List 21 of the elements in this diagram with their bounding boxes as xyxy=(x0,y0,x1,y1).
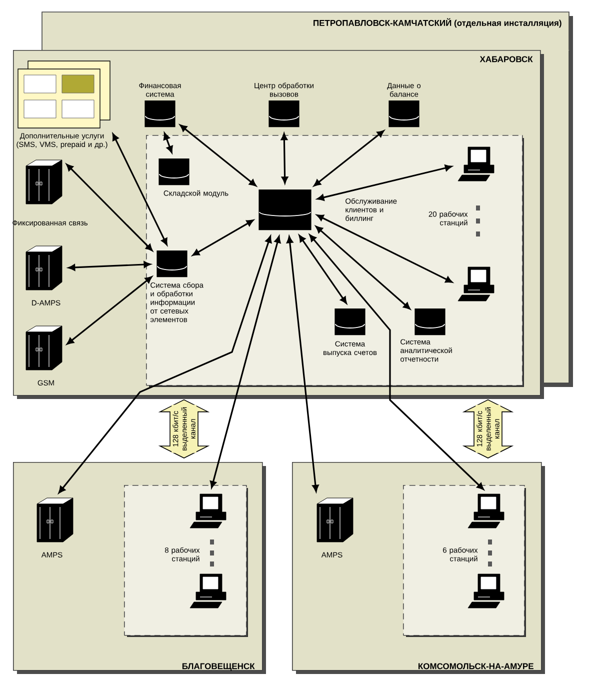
arrow xyxy=(309,234,484,490)
computer-icon xyxy=(458,266,494,302)
arrow xyxy=(58,236,272,494)
arrow xyxy=(298,234,347,304)
arrow xyxy=(314,130,384,186)
arrow xyxy=(66,164,153,252)
arrow xyxy=(316,214,452,283)
arrow xyxy=(286,236,319,492)
region-title: ХАБАРОВСК xyxy=(480,56,533,62)
arrow xyxy=(68,261,151,271)
region-title: ПЕТРОПАВЛОВСК-КАМЧАТСКИЙ (отдельная инсталляция) xyxy=(314,18,562,28)
arrow xyxy=(316,226,410,310)
computer-icon xyxy=(458,146,494,182)
arrow xyxy=(280,133,288,184)
arrow xyxy=(66,276,152,345)
arrow xyxy=(317,164,452,201)
arrow xyxy=(192,220,254,256)
arrow xyxy=(163,132,173,153)
arrow xyxy=(180,124,256,186)
arrow xyxy=(210,236,281,488)
arrow xyxy=(112,134,168,246)
